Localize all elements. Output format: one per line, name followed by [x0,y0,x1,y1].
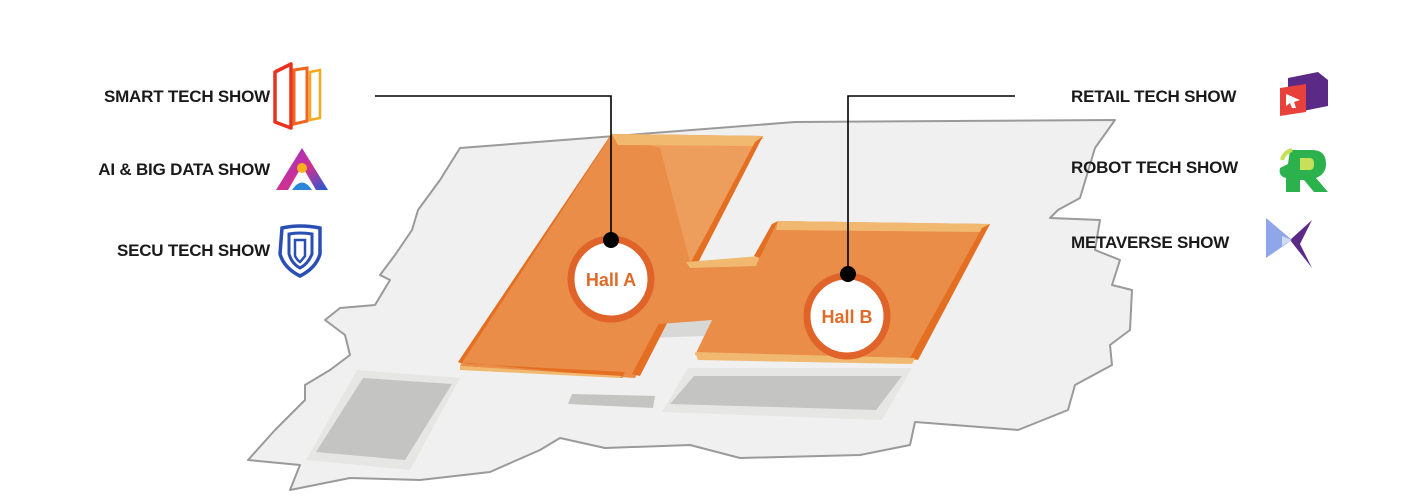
hall-b-marker[interactable]: Hall B [803,272,891,360]
robot-tech-show-logo-icon [1279,148,1328,192]
smart-tech-show-logo-icon [273,62,322,130]
hall-a-marker[interactable]: Hall A [567,235,655,323]
show-label-robot-tech: ROBOT TECH SHOW [1071,158,1238,177]
hall-b-leader-line [847,95,1015,274]
ai-big-data-show-logo-icon [276,148,328,190]
show-label-ai-big-data: AI & BIG DATA SHOW [98,160,270,179]
metaverse-show-logo-icon [1266,218,1312,268]
hall-a-leader-line [375,95,612,240]
show-label-smart-tech: SMART TECH SHOW [103,87,270,106]
hall-b-label: Hall B [821,307,872,327]
hall-a-pin-dot [603,232,619,248]
small-annex-block [568,394,655,408]
show-label-secu-tech: SECU TECH SHOW [116,241,270,260]
hall-b-pin-dot [840,266,856,282]
hall-a-label: Hall A [586,270,636,290]
retail-tech-show-logo-icon [1280,72,1328,116]
show-label-metaverse: METAVERSE SHOW [1071,233,1230,252]
parking-block-center [662,368,912,420]
secu-tech-show-logo-icon [278,224,322,278]
parking-block-left [306,370,460,470]
show-label-retail-tech: RETAIL TECH SHOW [1071,87,1237,106]
